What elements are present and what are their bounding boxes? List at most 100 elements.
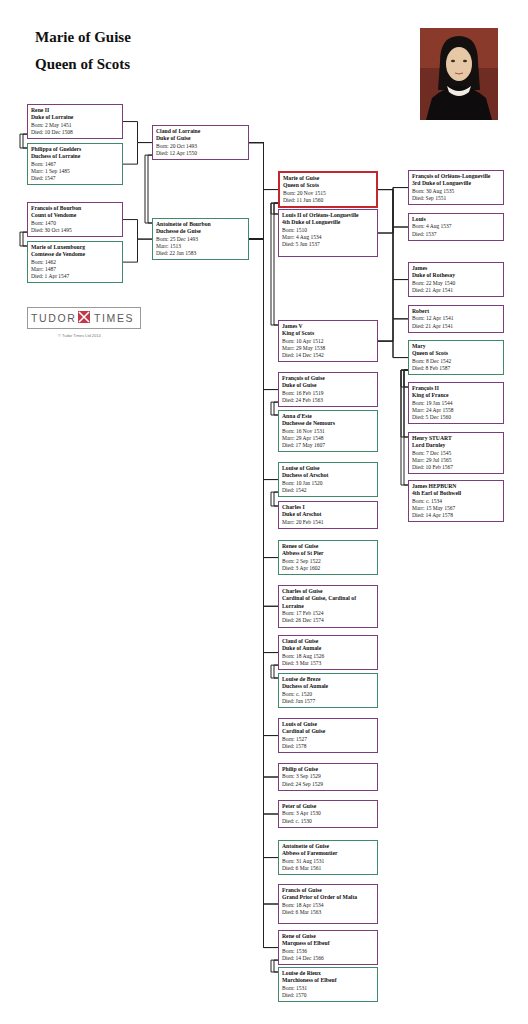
person-name: Philippa of Guelders bbox=[31, 146, 119, 153]
family-line bbox=[249, 143, 278, 948]
person-box: Louis II of Orléans-Longueville4th Duke … bbox=[278, 209, 378, 257]
person-detail: Died: 10 Feb 1567 bbox=[412, 464, 500, 471]
person-detail: Born: 3 Apr 1530 bbox=[282, 810, 374, 817]
person-box: LouisBorn: 4 Aug 1537Died: 1537 bbox=[408, 213, 504, 241]
person-name: François II bbox=[412, 385, 500, 392]
person-detail: Died: c. 1530 bbox=[282, 818, 374, 825]
person-name: Mary bbox=[412, 343, 500, 350]
person-detail: Born: 30 Aug 1535 bbox=[412, 188, 500, 195]
person-box: Claud of LorraineDuke of GuiseBorn: 20 O… bbox=[152, 125, 249, 160]
person-name: Louis II of Orléans-Longueville bbox=[282, 212, 374, 219]
person-box: Marie of LuxembourgComtesse de VendomeBo… bbox=[27, 241, 123, 283]
person-name: Charles of Guise bbox=[282, 588, 374, 595]
person-box: Louise de RieuxMarchioness of ElbeufBorn… bbox=[278, 967, 378, 1002]
person-detail: Died: 14 Dec 1566 bbox=[282, 955, 374, 962]
marriage-line bbox=[148, 155, 152, 223]
person-detail: Born: 3 Sep 1529 bbox=[282, 773, 374, 780]
person-title: 3rd Duke of Longueville bbox=[412, 180, 500, 187]
marriage-line bbox=[401, 370, 408, 485]
person-title: Duchesse de Guise bbox=[156, 228, 245, 235]
person-detail: Marr: 24 Apr 1558 bbox=[412, 407, 500, 414]
family-line bbox=[271, 960, 278, 972]
person-detail: Died: 8 Feb 1587 bbox=[412, 365, 500, 372]
person-title: Duke of Aumale bbox=[282, 645, 374, 652]
descent-line bbox=[378, 341, 408, 357]
descent-line bbox=[249, 239, 278, 947]
person-detail: Died: 24 Feb 1563 bbox=[282, 397, 374, 404]
family-line bbox=[401, 370, 408, 485]
person-detail: Born: 17 Feb 1524 bbox=[282, 610, 374, 617]
person-detail: Died: 22 Jan 1583 bbox=[156, 250, 245, 257]
person-box: François IIKing of FranceBorn: 19 Jan 15… bbox=[408, 382, 504, 424]
person-detail: Born: 1510 bbox=[282, 227, 374, 234]
person-title: Cardinal of Guise bbox=[282, 728, 374, 735]
person-detail: Marr: 15 May 1567 bbox=[412, 505, 500, 512]
marriage-line bbox=[271, 492, 278, 506]
person-detail: Born: 19 Jan 1544 bbox=[412, 400, 500, 407]
person-detail: Died: 21 Apr 1541 bbox=[412, 287, 500, 294]
person-title: Duke of Arschot bbox=[282, 511, 374, 518]
person-name: Antoinette of Guise bbox=[282, 843, 374, 850]
person-name: Anna d'Este bbox=[282, 413, 374, 420]
person-detail: Died: 14 Dec 1542 bbox=[282, 352, 374, 359]
person-title: Queen of Scots bbox=[283, 182, 373, 189]
person-detail: Born: 2 May 1451 bbox=[31, 122, 119, 129]
family-line bbox=[271, 203, 278, 325]
portrait-face bbox=[446, 47, 472, 81]
person-title: Queen of Scots bbox=[412, 350, 500, 357]
person-detail: Died: 24 Sep 1529 bbox=[282, 781, 374, 788]
person-detail: Died: 17 May 1607 bbox=[282, 442, 374, 449]
person-detail: Born: 7 Dec 1545 bbox=[412, 450, 500, 457]
diagram-title: Marie of Guise Queen of Scots bbox=[35, 24, 170, 78]
person-title: King of France bbox=[412, 392, 500, 399]
family-line bbox=[271, 492, 278, 506]
person-name: François of Orléans-Longueville bbox=[412, 173, 500, 180]
person-name: Marie of Luxembourg bbox=[31, 244, 119, 251]
person-detail: Died: 14 Apr 1578 bbox=[412, 512, 500, 519]
person-title: Grand Prior of Order of Malta bbox=[282, 894, 374, 901]
person-detail: Born: 1470 bbox=[31, 220, 119, 227]
person-name: Louis of Guise bbox=[282, 721, 374, 728]
person-title: Duchess of Lorraine bbox=[31, 153, 119, 160]
family-line bbox=[378, 341, 408, 357]
person-name: Louise of Guise bbox=[282, 465, 374, 472]
person-title: Cardinal of Guise, Cardinal of Lorraine bbox=[282, 595, 374, 610]
person-detail: Born: 12 Apr 1541 bbox=[412, 315, 500, 322]
person-detail: Died: 1570 bbox=[282, 992, 374, 999]
person-box: François of GuiseDuke of GuiseBorn: 16 F… bbox=[278, 372, 378, 407]
family-line bbox=[271, 402, 278, 415]
person-name: Louise de Rieux bbox=[282, 970, 374, 977]
marriage-line bbox=[20, 134, 27, 148]
person-box: Francois of BourbonCount of VendomeBorn:… bbox=[27, 202, 123, 237]
person-detail: Died: 5 Jun 1537 bbox=[282, 241, 374, 248]
marriage-line bbox=[145, 155, 152, 223]
person-box: James HEPBURN4th Earl of BothwellBorn: c… bbox=[408, 480, 504, 522]
person-detail: Born: 1462 bbox=[31, 259, 119, 266]
family-line bbox=[123, 239, 152, 262]
marriage-line bbox=[271, 665, 278, 678]
person-box: Louis of GuiseCardinal of GuiseBorn: 152… bbox=[278, 718, 378, 753]
person-title: Marquess of Elbeuf bbox=[282, 940, 374, 947]
person-detail: Died: 12 Apr 1550 bbox=[156, 150, 245, 157]
person-box: Claud of GuiseDuke of AumaleBorn: 18 Aug… bbox=[278, 635, 378, 670]
marriage-line bbox=[271, 203, 278, 325]
person-name: Renee of Guise bbox=[282, 543, 374, 550]
person-box: Rene IIDuke of LorraineBorn: 2 May 1451D… bbox=[27, 104, 123, 139]
person-name: Robert bbox=[412, 308, 500, 315]
person-detail: Marr: 29 May 1538 bbox=[282, 345, 374, 352]
person-box: Renee of GuiseAbbess of St PierBorn: 2 S… bbox=[278, 540, 378, 575]
person-detail: Died: 1537 bbox=[412, 231, 500, 238]
person-box: JamesDuke of RothesayBorn: 22 May 1540Di… bbox=[408, 262, 504, 297]
marriage-line bbox=[271, 960, 278, 972]
person-name: François of Guise bbox=[282, 375, 374, 382]
person-detail: Died: Sep 1551 bbox=[412, 195, 500, 202]
person-name: James V bbox=[282, 323, 374, 330]
person-title: 4th Earl of Bothwell bbox=[412, 490, 500, 497]
person-title: Count of Vendome bbox=[31, 212, 119, 219]
portrait-mouth bbox=[455, 73, 463, 74]
person-detail: Died: 30 Oct 1495 bbox=[31, 227, 119, 234]
family-line bbox=[145, 155, 152, 223]
person-detail: Born: 1467 bbox=[31, 161, 119, 168]
person-box: Rene of GuiseMarquess of ElbeufBorn: 153… bbox=[278, 930, 378, 965]
person-box: Peter of GuiseBorn: 3 Apr 1530Died: c. 1… bbox=[278, 800, 378, 828]
